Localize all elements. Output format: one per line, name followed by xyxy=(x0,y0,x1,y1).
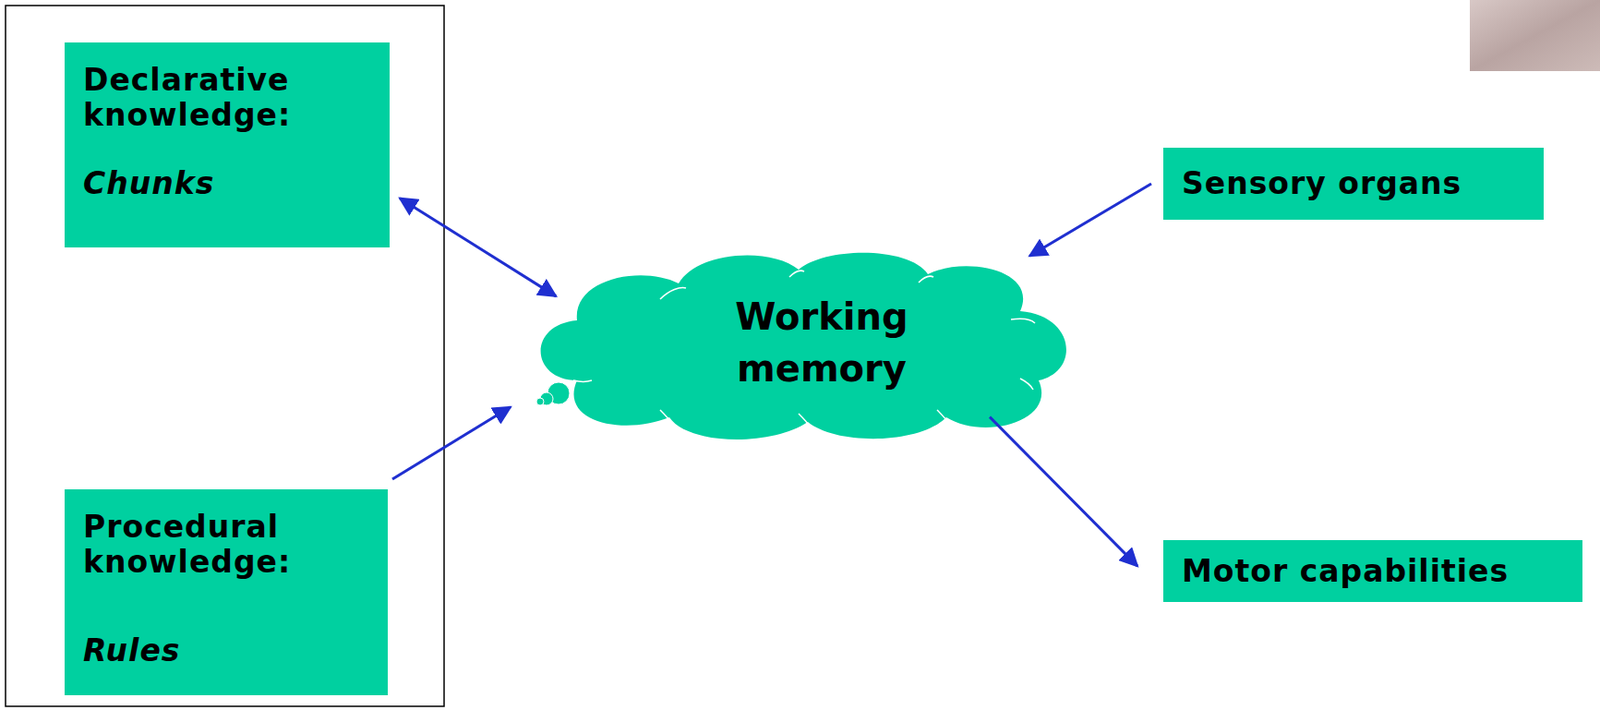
cloud-lobe-line xyxy=(798,413,810,427)
input-box: Sensory organs xyxy=(1163,147,1544,220)
cloud-shape xyxy=(521,241,1076,444)
knowledge-box: Procedural knowledge: Rules xyxy=(64,489,388,696)
thought-bubble xyxy=(536,397,544,406)
flow-arrow xyxy=(989,417,1138,566)
node-heading: Motor capabilities xyxy=(1181,553,1570,590)
knowledge-box: Declarative knowledge: Chunks xyxy=(64,42,390,248)
cloud-lobe-line xyxy=(918,276,934,283)
node-body: Chunks xyxy=(83,166,377,202)
cloud-lobe-line xyxy=(660,288,686,301)
cloud-lobe-line xyxy=(937,409,949,423)
flow-arrow xyxy=(392,407,511,480)
node-body: Rules xyxy=(83,633,375,669)
memory-cloud: Working memory xyxy=(521,241,1076,444)
cloud-lobe-line xyxy=(789,270,805,277)
cloud-lobe-line xyxy=(1020,378,1034,390)
cloud-lobe-line xyxy=(660,409,672,423)
node-heading: Working memory xyxy=(715,290,928,395)
cloud-lobe-line xyxy=(1010,318,1035,324)
flow-arrow xyxy=(1029,183,1152,256)
photo-fragment xyxy=(1469,0,1600,72)
output-box: Motor capabilities xyxy=(1163,540,1583,602)
node-heading: Procedural knowledge: xyxy=(83,509,375,580)
flow-arrow xyxy=(399,198,556,297)
node-heading: Declarative knowledge: xyxy=(83,62,377,133)
group-frame xyxy=(5,5,445,707)
node-heading: Sensory organs xyxy=(1181,166,1531,202)
cloud-lobe-line xyxy=(573,380,592,383)
cloud-outline xyxy=(541,252,1067,440)
